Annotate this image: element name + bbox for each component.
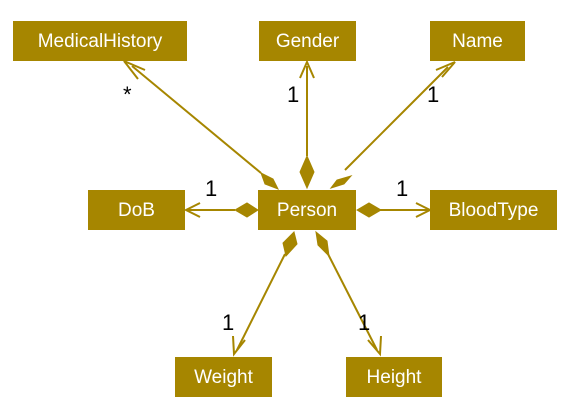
diamond-dob [234,202,259,218]
multiplicity-medical-history: * [123,82,132,107]
diamond-name [329,175,353,189]
diamond-weight [282,231,298,258]
arrowhead-weight [232,335,246,357]
edge-person-weight [236,253,286,351]
edge-person-height [327,253,378,351]
multiplicity-dob: 1 [205,176,218,201]
arrowhead-medical-history [123,60,146,80]
edge-person-medical-history [131,65,262,174]
arrowhead-dob [183,202,201,218]
class-gender[interactable]: Gender [259,21,356,61]
class-height[interactable]: Height [346,357,442,397]
edge-person-name [344,66,449,171]
arrowhead-name [435,61,456,78]
diamond-medical-history [260,171,280,190]
class-weight[interactable]: Weight [175,357,272,397]
multiplicity-blood-type: 1 [396,176,409,201]
class-dob[interactable]: DoB [88,190,185,230]
multiplicity-name: 1 [427,82,440,107]
class-medical-history[interactable]: MedicalHistory [13,21,187,61]
diamond-blood-type [356,202,382,218]
class-name[interactable]: Name [430,21,525,61]
arrowhead-gender [299,59,315,79]
class-blood-type[interactable]: BloodType [430,190,557,230]
class-person[interactable]: Person [258,190,356,230]
multiplicity-gender: 1 [287,82,300,107]
multiplicity-height: 1 [358,310,371,335]
arrowhead-height [367,335,382,357]
diamond-height [315,230,330,258]
diamond-gender [299,154,315,190]
multiplicity-weight: 1 [222,310,235,335]
